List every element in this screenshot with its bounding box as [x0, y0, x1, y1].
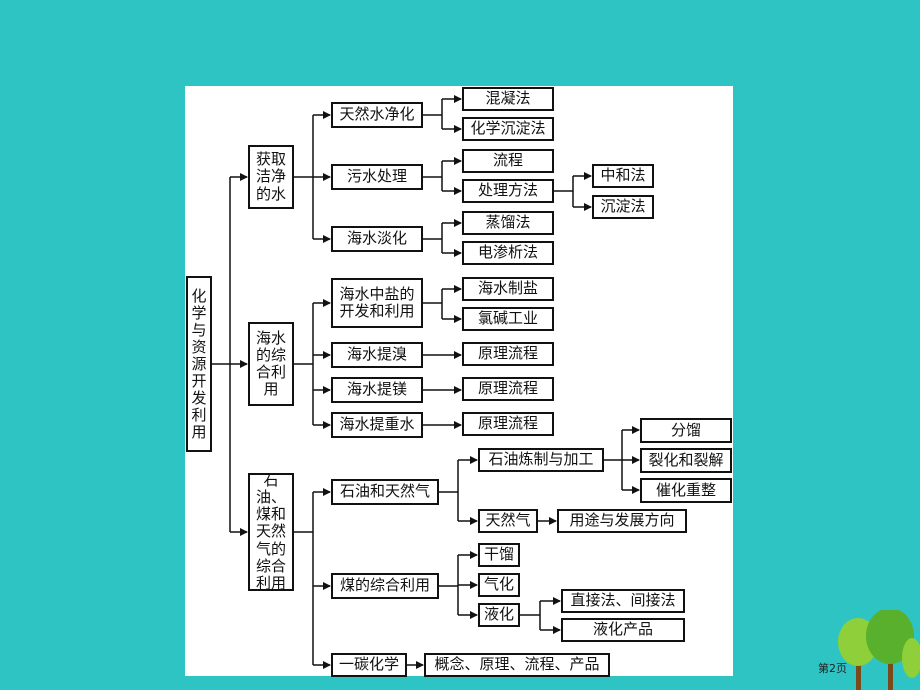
page-number: 第2页: [818, 662, 847, 675]
node-neutral: 中和法: [592, 164, 654, 188]
group-oil: 石油、煤和天然气的综合利用: [248, 471, 294, 592]
node-liquefy: 液化: [478, 603, 520, 627]
node-treat-method: 处理方法: [462, 179, 554, 203]
node-electro: 电渗析法: [462, 241, 554, 265]
node-chem-precip: 化学沉淀法: [462, 117, 554, 141]
node-precip: 沉淀法: [592, 195, 654, 219]
node-direct-indirect: 直接法、间接法: [561, 589, 685, 613]
root-node: 化学与资源开发利用: [186, 276, 212, 452]
node-fraction: 分馏: [640, 418, 732, 443]
node-flow: 流程: [462, 149, 554, 173]
node-sewage: 污水处理: [331, 164, 423, 190]
group-water: 获取洁净的水: [248, 145, 294, 209]
node-distill: 蒸馏法: [462, 211, 554, 235]
node-heavywater-flow: 原理流程: [462, 412, 554, 436]
node-liq-product: 液化产品: [561, 618, 685, 642]
node-c1-items: 概念、原理、流程、产品: [424, 653, 610, 677]
node-oil-gas: 石油和天然气: [331, 479, 439, 505]
node-chloralkali: 氯碱工业: [462, 307, 554, 331]
node-reform: 催化重整: [640, 478, 732, 503]
node-c1: 一碳化学: [331, 653, 407, 677]
node-magnesium: 海水提镁: [331, 377, 423, 403]
node-gas-use: 用途与发展方向: [557, 509, 687, 533]
group-sea: 海水的综合利用: [248, 322, 294, 406]
node-salt-make: 海水制盐: [462, 277, 554, 301]
node-magnesium-flow: 原理流程: [462, 377, 554, 401]
node-bromine-flow: 原理流程: [462, 342, 554, 366]
node-bromine: 海水提溴: [331, 342, 423, 368]
node-natural-water: 天然水净化: [331, 102, 423, 128]
node-sea-salt: 海水中盐的开发和利用: [331, 278, 423, 328]
node-desal: 海水淡化: [331, 226, 423, 252]
node-natural-gas: 天然气: [478, 509, 538, 533]
node-dry-distill: 干馏: [478, 543, 520, 567]
node-refine: 石油炼制与加工: [478, 448, 604, 472]
node-heavywater: 海水提重水: [331, 412, 423, 438]
node-coagulation: 混凝法: [462, 87, 554, 111]
node-crack: 裂化和裂解: [640, 448, 732, 473]
node-coal: 煤的综合利用: [331, 573, 439, 599]
node-gasify: 气化: [478, 573, 520, 597]
tree-decoration: [838, 610, 920, 690]
